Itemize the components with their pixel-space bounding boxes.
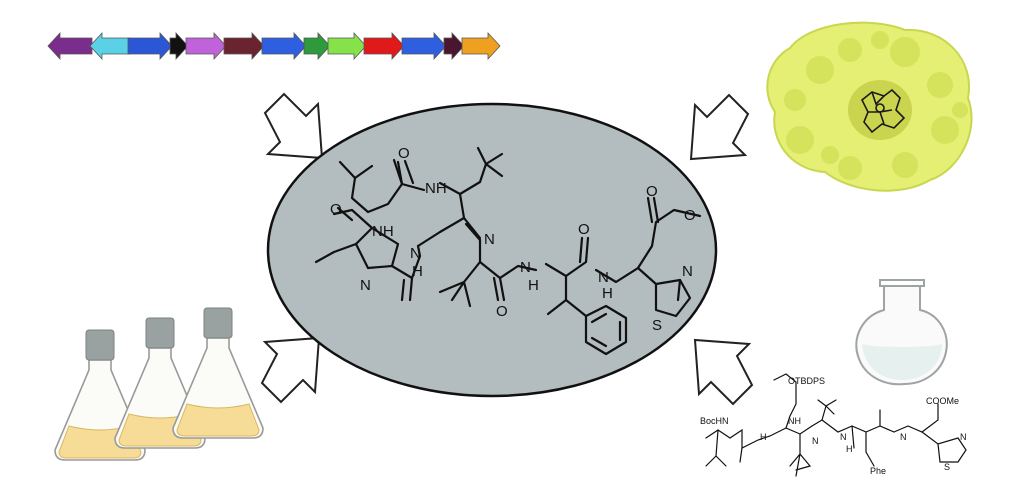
label: H [760, 432, 767, 442]
gene-arrow [223, 31, 265, 61]
label: N [812, 436, 819, 446]
round-bottom-flask [855, 279, 948, 386]
gene-arrow [47, 31, 93, 61]
arrow-top-right [689, 93, 750, 161]
atom-label: N [682, 263, 693, 280]
atom-label: NH [372, 223, 394, 240]
gene-arrow [461, 31, 501, 61]
arrow-bottom-right [693, 338, 754, 406]
gene-arrow [363, 31, 405, 61]
gene-arrow [89, 31, 131, 61]
atom-label: O [578, 221, 590, 238]
label: BocHN [700, 416, 729, 426]
label: NH [788, 416, 801, 426]
atom-label: N [360, 277, 371, 294]
flask-cap [145, 317, 175, 349]
label: N [840, 432, 847, 442]
gene-arrow [261, 31, 307, 61]
atom-label: H [412, 263, 423, 280]
flask-cap [203, 307, 233, 339]
atom-label: S [652, 317, 662, 334]
arrow-top-left [263, 92, 324, 160]
label: Phe [870, 466, 886, 476]
gene-arrow [169, 31, 189, 61]
atom-label: N [410, 245, 421, 262]
atom-label: O [398, 145, 410, 162]
protein-structure [766, 21, 973, 192]
gene-arrow [443, 31, 465, 61]
gene-arrow [127, 31, 173, 61]
label: COOMe [926, 396, 959, 406]
atom-label: O [330, 201, 342, 218]
gene-arrow [401, 31, 447, 61]
label: S [944, 462, 950, 472]
label: N [960, 432, 967, 442]
atom-label: N [520, 259, 531, 276]
atom-label: O [646, 183, 658, 200]
gene-arrow [185, 31, 227, 61]
label: H [846, 444, 853, 454]
atom-label: H [528, 277, 539, 294]
central-molecule: O NH NH N N H N O N H N H O O O N S O [314, 145, 702, 356]
flask-culture-liquid [176, 403, 260, 437]
central-ellipse [266, 102, 718, 398]
synthetic-precursor: OTBDPS BocHN NH N H N H N COOMe N S Phe [700, 373, 967, 477]
arrow-bottom-left [260, 336, 321, 404]
atom-label: H [602, 285, 613, 302]
label: N [900, 432, 907, 442]
atom-label: NH [425, 180, 447, 197]
atom-label: O [684, 207, 696, 224]
gene-arrow [303, 31, 331, 61]
gene-arrow [327, 31, 367, 61]
bound-ligand [860, 88, 906, 134]
atom-label: O [496, 303, 508, 320]
label: OTBDPS [788, 376, 825, 386]
atom-label: N [484, 231, 495, 248]
culture-flasks [54, 307, 264, 461]
flask-cap [85, 329, 115, 361]
atom-label: N [598, 269, 609, 286]
gene-cluster [47, 31, 501, 61]
